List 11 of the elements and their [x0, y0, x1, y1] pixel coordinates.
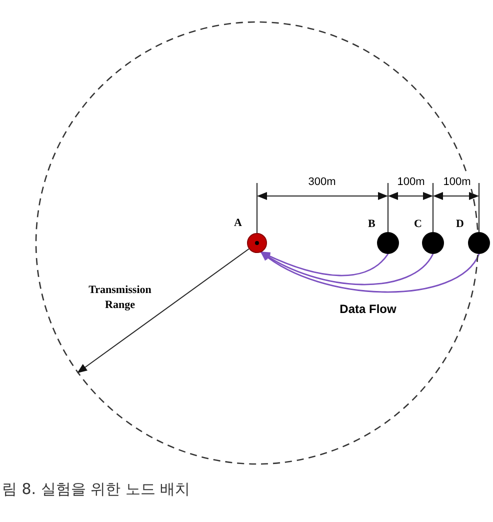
- node-letter: C: [414, 218, 422, 230]
- dimension-label: 100m: [442, 175, 472, 189]
- range-label: Transmission Range: [88, 283, 152, 313]
- node-letter: D: [456, 218, 464, 230]
- arrow: [260, 251, 434, 286]
- flow-annotation: Data Flow: [338, 302, 398, 316]
- node-letter: B: [368, 218, 376, 230]
- caption: 림 8. 실험을 위한 노드 배치: [2, 480, 190, 499]
- arrow: [260, 251, 480, 293]
- arrow: [77, 248, 250, 374]
- node-letter: A: [234, 217, 242, 229]
